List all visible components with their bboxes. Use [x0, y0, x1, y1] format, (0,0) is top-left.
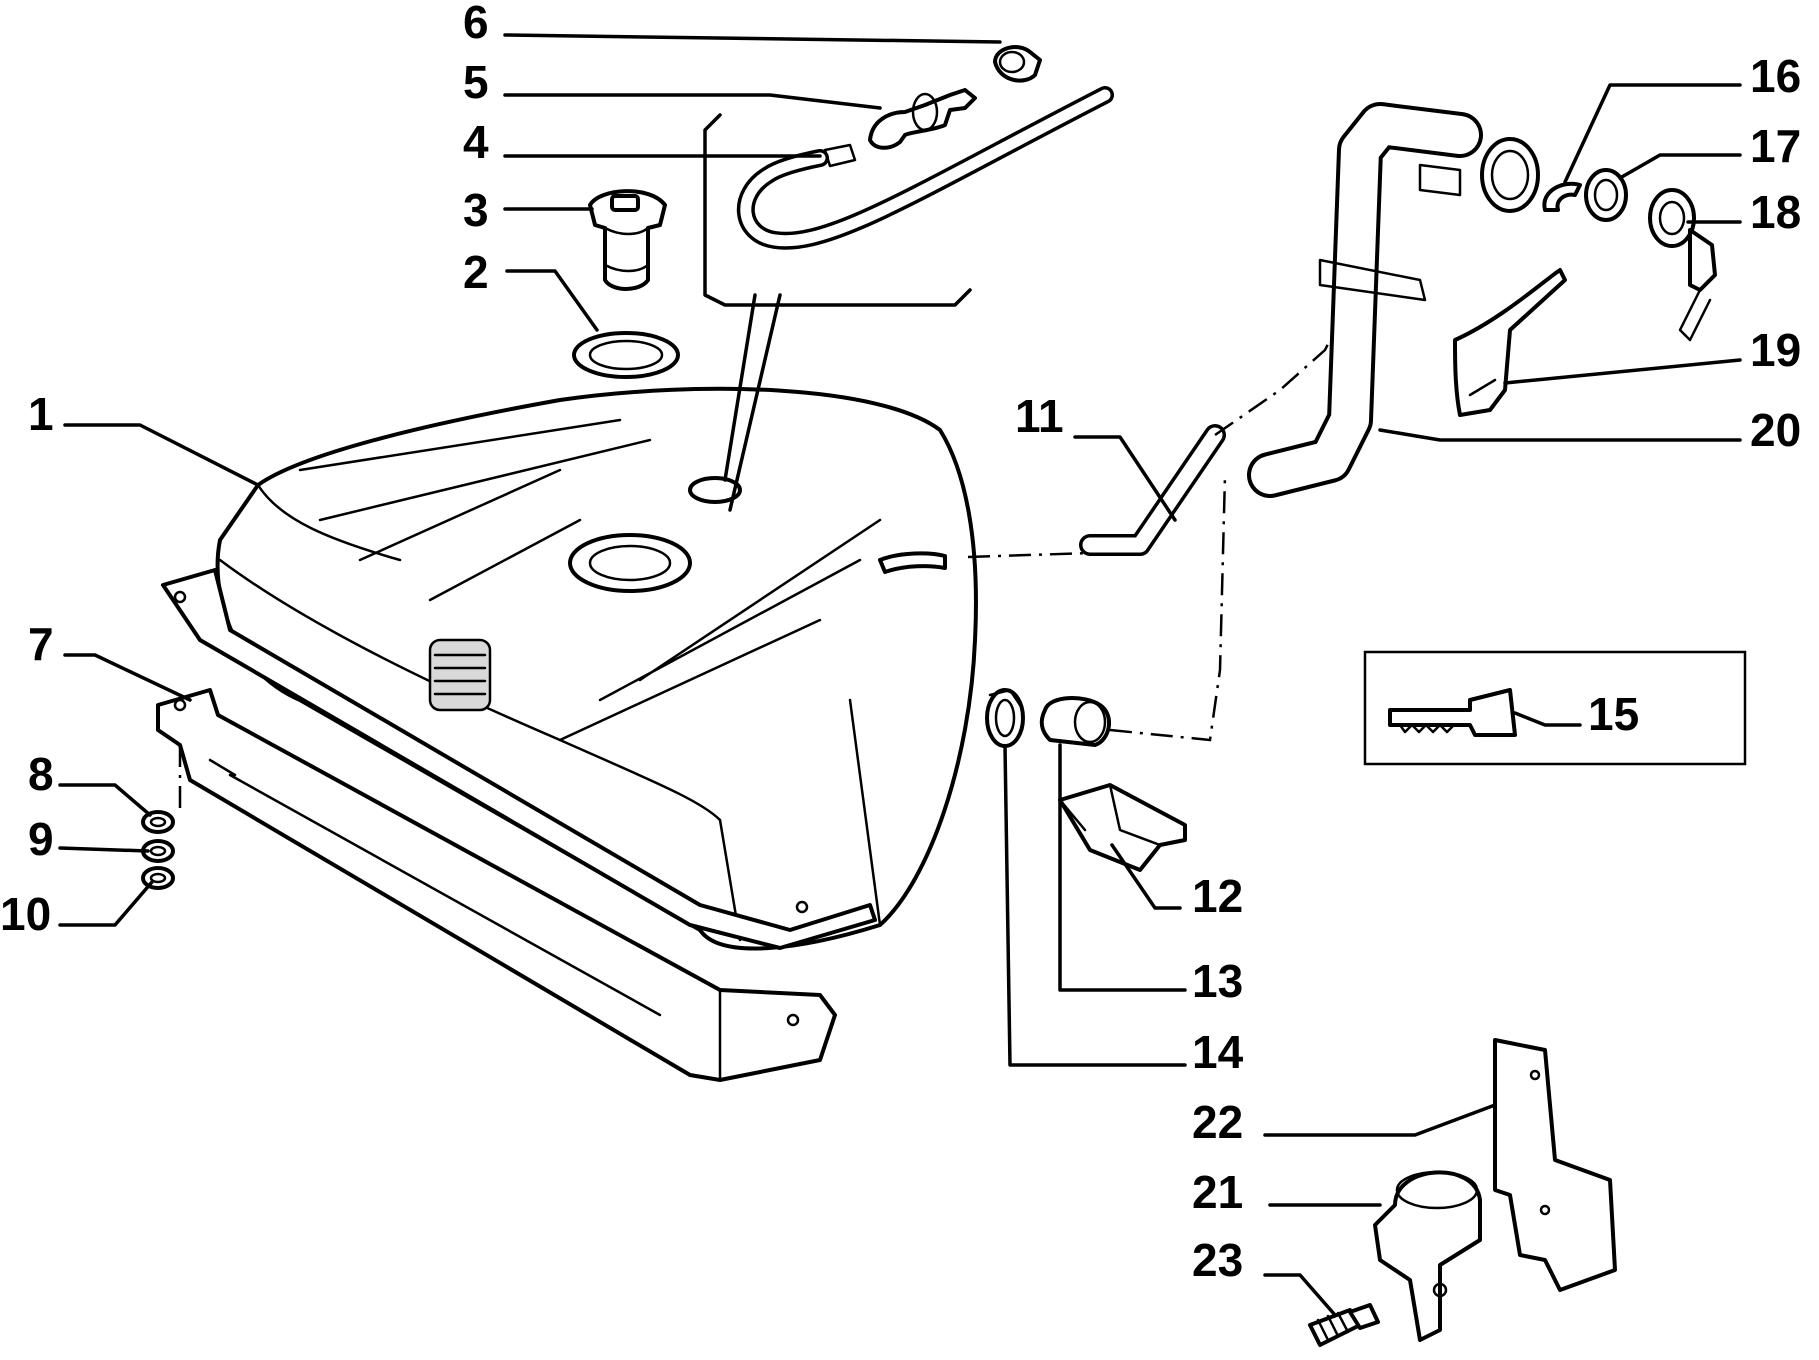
leader-23 [1263, 1273, 1337, 1317]
lock-cap-part [1648, 188, 1717, 342]
leader-15 [1513, 711, 1582, 727]
callout-8: 8 [28, 748, 54, 800]
fuel-sender-part [588, 189, 667, 291]
leader-16 [1563, 83, 1742, 184]
callout-14: 14 [1192, 1026, 1244, 1078]
leader-7 [63, 653, 192, 702]
leader-2 [505, 269, 599, 332]
mounting-bracket-part [1493, 1038, 1617, 1292]
leader-9 [58, 846, 150, 853]
leader-12 [1110, 843, 1182, 910]
canister-part [1373, 1170, 1482, 1342]
clamp-part [985, 688, 1025, 748]
leader-17 [1618, 153, 1742, 180]
callout-9: 9 [28, 813, 54, 865]
valve-part [868, 88, 977, 150]
leader-13 [1058, 743, 1187, 992]
callout-3: 3 [463, 184, 489, 236]
hose-part [736, 86, 1114, 250]
cap-part [993, 45, 1042, 83]
leader-10 [58, 880, 154, 927]
callout-6: 6 [463, 0, 489, 48]
callout-13: 13 [1192, 955, 1243, 1007]
leader-11 [1073, 435, 1177, 522]
leader-5 [503, 93, 882, 110]
nut-part [141, 810, 175, 834]
seal-ring-part [1542, 181, 1582, 212]
fuel-tank-part [161, 386, 978, 951]
callout-10: 10 [0, 888, 51, 940]
callout-22: 22 [1192, 1096, 1243, 1148]
bush-part [1039, 696, 1111, 747]
leader-19 [1503, 358, 1742, 385]
callout-21: 21 [1192, 1166, 1243, 1218]
leader-6 [503, 33, 1002, 44]
callout-18: 18 [1750, 186, 1801, 238]
leader-20 [1378, 428, 1742, 442]
callout-20: 20 [1750, 404, 1801, 456]
callout-4: 4 [463, 116, 489, 168]
vent-pipe-part [1079, 424, 1226, 556]
leader-box-1b [723, 293, 782, 512]
callout-11: 11 [1015, 390, 1064, 442]
leader-box-1 [703, 113, 972, 307]
callout-7: 7 [28, 618, 54, 670]
leader-8 [58, 783, 152, 817]
key-box [1363, 650, 1747, 766]
callout-23: 23 [1192, 1234, 1243, 1286]
bolt-part [1308, 1303, 1380, 1347]
callout-1: 1 [28, 388, 54, 440]
callout-2: 2 [463, 246, 489, 298]
leader-14 [1003, 744, 1187, 1067]
callout-16: 16 [1750, 50, 1801, 102]
callout-12: 12 [1192, 870, 1243, 922]
callout-5: 5 [463, 56, 489, 108]
cover-bracket-part [1453, 268, 1567, 417]
callout-17: 17 [1750, 120, 1801, 172]
shield-part [1058, 783, 1187, 872]
leader-22 [1263, 1103, 1497, 1137]
filler-pipe-part [1247, 102, 1540, 498]
callout-15: 15 [1588, 688, 1639, 740]
callout-labels: 1 2 3 4 5 6 7 8 9 10 11 12 13 14 15 16 1… [0, 0, 1801, 1286]
gasket-ring-part [572, 331, 680, 379]
leader-1 [63, 423, 260, 487]
callout-19: 19 [1750, 324, 1801, 376]
leader-lines [58, 33, 1742, 1317]
o-ring-part [1584, 168, 1628, 222]
